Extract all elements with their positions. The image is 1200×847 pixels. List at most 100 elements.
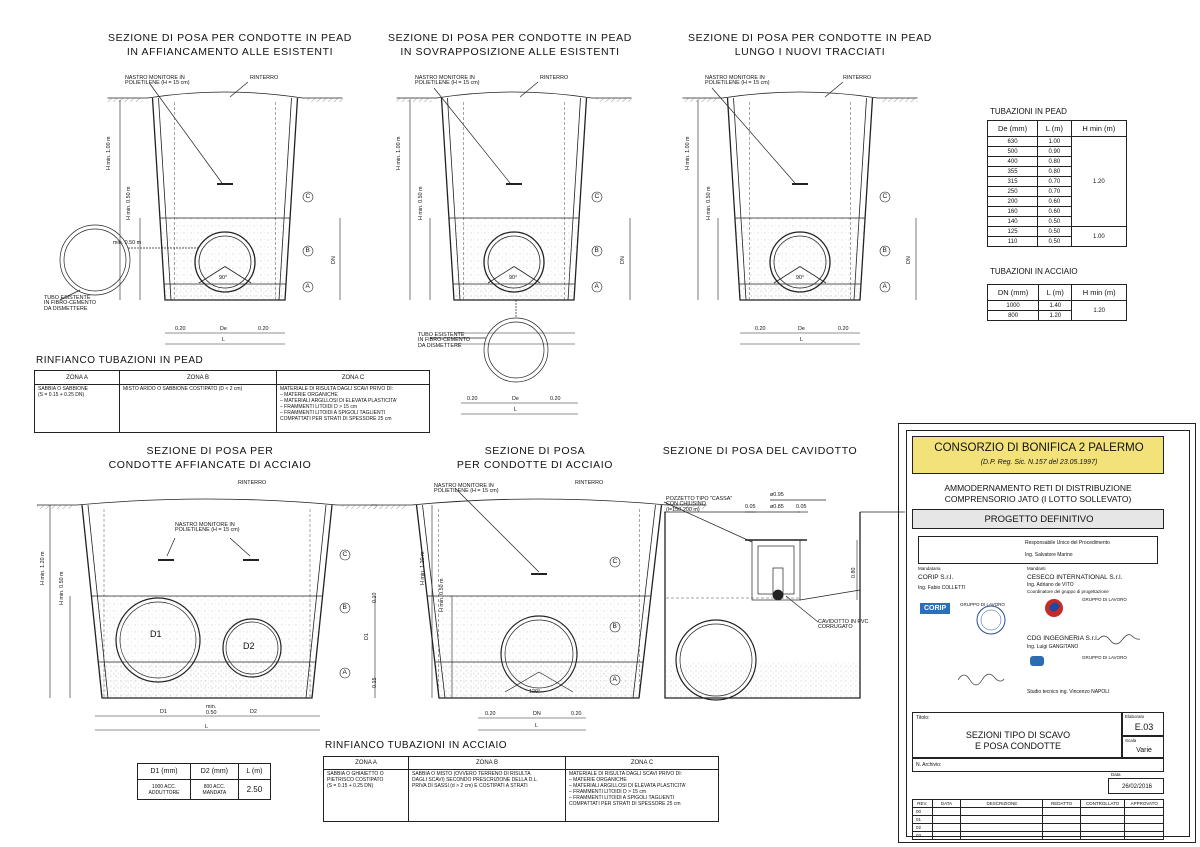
table-cell: 160 [986, 206, 1039, 217]
table-row: 02 [912, 823, 1164, 832]
zone-marker [302, 191, 314, 203]
section-title-2: SEZIONE DI POSA PER CONDOTTE IN PEAD IN … [385, 33, 635, 57]
cavidotto-line: CAVIDOTTO IN PVC [818, 619, 869, 625]
backfill-mound [76, 498, 338, 506]
cdg-name: CDG INGEGNERIA S.r.l. [1027, 635, 1099, 642]
dim-label: L [514, 407, 517, 413]
pipe-d2 [222, 618, 282, 678]
trench-wall-inner [853, 97, 867, 301]
trench-wall [664, 512, 861, 699]
table-cell [1124, 807, 1164, 816]
table-header: REDATTO [1042, 799, 1081, 808]
pipe-d2-label: D2 [243, 641, 255, 651]
gruppo-label: GRUPPO DI LAVORO [1082, 597, 1127, 602]
table-cell: 200 [986, 196, 1039, 207]
section-title-line: SEZIONE DI POSA PER CONDOTTE IN PEAD [388, 32, 632, 44]
existing-pipe-line: DA DISMETTERE [44, 305, 88, 312]
trench-wall [726, 97, 874, 301]
trench-wall-inner [87, 504, 109, 699]
pipe-d1 [115, 597, 201, 683]
cell-line: COMPATTATI PER STRATI DI SPESSORE 25 cm [569, 801, 681, 807]
tape-label-line: NASTRO MONITORE IN [415, 75, 475, 81]
cell-line: 800 ACC. [203, 783, 226, 790]
header-zona-c: ZONA C [276, 370, 430, 385]
tape-label-line: NASTRO MONITORE IN [175, 522, 235, 528]
angle-label: 90° [219, 275, 228, 281]
rup-label: Responsabile Unico del Procedimento [1025, 540, 1110, 546]
depth-label: H min. 1.00 m [396, 136, 402, 170]
header-zona-b: ZONA B [408, 756, 566, 770]
table-header: DESCRIZIONE [960, 799, 1044, 808]
table-cell: 0.70 [1037, 186, 1072, 197]
table-cell [931, 815, 962, 824]
elaborato-box: Elaborato E.03 [1122, 712, 1164, 736]
zone-letter: B [882, 246, 887, 254]
cell-line: (S = 0.15 + 0.25 DN) [38, 392, 85, 398]
archivio-label: N. Archivio: [916, 762, 942, 768]
cell-zona-c: MATERIALE DI RISULTA DAGLI SCAVI PRIVO D… [565, 769, 719, 822]
corip-logo: CORIP [920, 603, 951, 614]
tab-pead-title: TUBAZIONI IN PEAD [990, 107, 1067, 116]
zone-a-fill [434, 662, 644, 698]
new-pipe [194, 231, 256, 293]
dim-label: 0.50 [206, 710, 217, 716]
rinterro-label: RINTERRO [540, 75, 569, 81]
cell-line: MATERIALE DI RISULTA DAGLI SCAVI PRIVO D… [280, 386, 393, 392]
ente-box: CONSORZIO DI BONIFICA 2 PALERMO (D.P. Re… [912, 436, 1164, 474]
section-title-line: IN SOVRAPPOSIZIONE ALLE ESISTENTI [400, 45, 620, 58]
tape-label-line: POLIETILENE (H = 15 cm) [705, 80, 770, 87]
header-zona-c: ZONA C [565, 756, 719, 770]
section-title-3: SEZIONE DI POSA PER CONDOTTE IN PEAD LUN… [685, 33, 935, 57]
zone-letter: B [612, 622, 617, 630]
bedding-angle [487, 266, 515, 284]
cdg-person: Ing. Luigi GANGITANO [1027, 644, 1079, 650]
bedding-angle [773, 266, 801, 284]
backfill-mound [436, 91, 592, 99]
zone-a-fill [666, 662, 859, 697]
ground-hatch [596, 98, 632, 102]
dim-label: DN [620, 256, 626, 264]
cavidotto-line: CORRUGATO [818, 624, 853, 631]
zone-marker [339, 602, 351, 614]
napoli-name: Studio tecnico ing. Vincenzo NAPOLI [1027, 689, 1110, 695]
trench-wall-inner [632, 504, 656, 699]
elaborato-value: E.03 [1134, 722, 1154, 732]
header-hmin: H min (m) [1070, 120, 1128, 137]
dim-label: D1 [364, 633, 370, 640]
opera-line1: AMMODERNAMENTO RETI DI DISTRIBUZIONE [944, 483, 1132, 493]
existing-pipe [59, 224, 131, 296]
cell-line: (S = 0.15 + 0.25 DN) [327, 783, 374, 789]
trench-wall-inner [733, 97, 747, 301]
rinfianco-pead-title: RINFIANCO TUBAZIONI IN PEAD [36, 355, 204, 366]
zone-marker [609, 556, 621, 568]
table-cell [1124, 831, 1164, 840]
tape-label-line: NASTRO MONITORE IN [125, 75, 185, 81]
backfill-mound [722, 91, 878, 99]
tape-label-line: POLIETILENE (H = 15 cm) [415, 80, 480, 87]
dim-label: min. [206, 704, 217, 710]
table-cell [960, 823, 1044, 832]
zone-letter: C [342, 550, 348, 558]
dim-label: De [220, 326, 227, 332]
cell-line: PIETRISCO COSTIPATO [327, 777, 384, 783]
pipe-cavidotto [675, 619, 757, 701]
header-zona-b: ZONA B [119, 370, 277, 385]
zone-letter: A [342, 668, 347, 676]
table-cell: 125 [986, 226, 1039, 237]
cell-line: MATERIALE DI RISULTA DAGLI SCAVI PRIVO D… [569, 771, 682, 777]
ground-hatch [682, 98, 718, 102]
zone-letter: C [882, 192, 888, 200]
pozzetto-line: POZZETTO TIPO "CASSA" [666, 496, 733, 502]
table-cell [1079, 815, 1126, 824]
tab-acciaio-title: TUBAZIONI IN ACCIAIO [990, 267, 1078, 276]
ground-hatch [37, 505, 72, 509]
dim-label: 0.20 [550, 396, 561, 402]
